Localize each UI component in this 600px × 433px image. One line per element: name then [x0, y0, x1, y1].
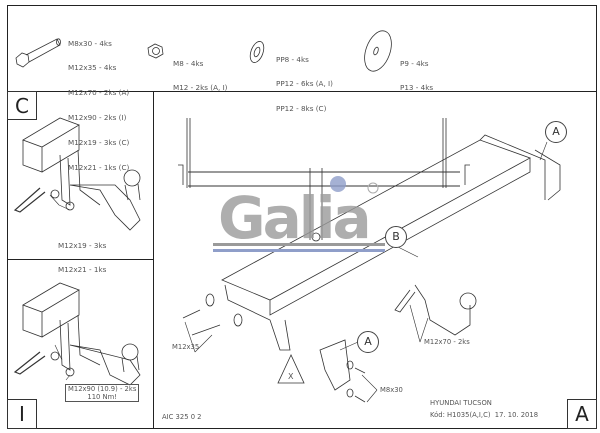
bolt-item: M12x35 - 4ks	[68, 63, 117, 73]
note-line: M12x90 (10.9) - 2ks	[68, 385, 137, 393]
vehicle-name: HYUNDAI TUCSON	[430, 399, 492, 407]
note-m12x35: M12x35	[172, 343, 200, 351]
nut-list: M8 - 4ks M12 - 2ks (A, I)	[173, 43, 228, 101]
nut-icon	[147, 43, 164, 59]
bolt-item: M12x21 - 1ks (C)	[68, 163, 130, 173]
bolt-item: M12x90 - 2ks (I)	[68, 113, 127, 123]
svg-text:Galia: Galia	[218, 184, 369, 252]
callout-a-top: A	[545, 121, 567, 143]
washer-item: PP12 - 6ks (A, I)	[276, 79, 333, 89]
towbar-drawing	[221, 134, 561, 391]
washer-item: PP12 - 8ks (C)	[276, 104, 327, 114]
washer-list: PP8 - 4ks PP12 - 6ks (A, I) PP12 - 8ks (…	[276, 39, 333, 122]
bolt-icon	[15, 38, 61, 68]
bolt-item: M12x70 - 2ks (A)	[68, 88, 130, 98]
nut-item: M8 - 4ks	[173, 58, 204, 68]
callout-a-bottom: A	[357, 331, 379, 353]
panel-c-note: M12x19 - 3ks M12x21 - 1ks	[58, 225, 106, 283]
large-washer-item: P13 - 4ks	[400, 83, 434, 93]
fastener-set-m8x30	[346, 360, 366, 403]
panel-c-label: C	[7, 91, 37, 120]
code-date: Kód: H1035(A,I,C) 17. 10. 2018	[430, 411, 539, 419]
washer-icon	[249, 41, 265, 63]
large-washer-item: P9 - 4ks	[400, 58, 429, 68]
parts-row-divider	[7, 91, 597, 92]
main-panel-label: A	[567, 399, 597, 429]
bolt-item: M8x30 - 4ks	[68, 38, 112, 48]
galia-logo: Galia	[213, 176, 385, 252]
note-line: M12x19 - 3ks	[58, 240, 107, 250]
bolt-item: M12x19 - 3ks (C)	[68, 138, 130, 148]
panel-i-note: M12x90 (10.9) - 2ks 110 Nm!	[65, 384, 140, 402]
large-washer-icon	[364, 30, 392, 72]
note-line: 110 Nm!	[87, 393, 117, 401]
note-m8x30: M8x30	[380, 386, 403, 394]
callout-b: B	[385, 226, 407, 248]
top-view-drawing	[178, 118, 470, 242]
bolt-list: M8x30 - 4ks M12x35 - 4ks M12x70 - 2ks (A…	[68, 23, 129, 181]
note-line: M12x21 - 1ks	[58, 265, 107, 275]
panel-i-drawing	[13, 282, 141, 386]
drawing-code: AIC 325 0 2	[162, 413, 202, 421]
panel-i-label: I	[7, 399, 37, 429]
callout-x: X	[288, 372, 294, 381]
warning-triangle	[277, 354, 305, 384]
large-washer-list: P9 - 4ks P13 - 4ks	[400, 43, 433, 101]
outer-frame	[7, 5, 597, 429]
nut-item: M12 - 2ks (A, I)	[173, 83, 228, 93]
washer-item: PP8 - 4ks	[276, 54, 309, 64]
fastener-set-m12x35	[182, 293, 243, 336]
note-m12x70: M12x70 - 2ks	[424, 338, 470, 346]
panel-divider	[7, 259, 154, 260]
left-column-divider	[153, 91, 154, 429]
